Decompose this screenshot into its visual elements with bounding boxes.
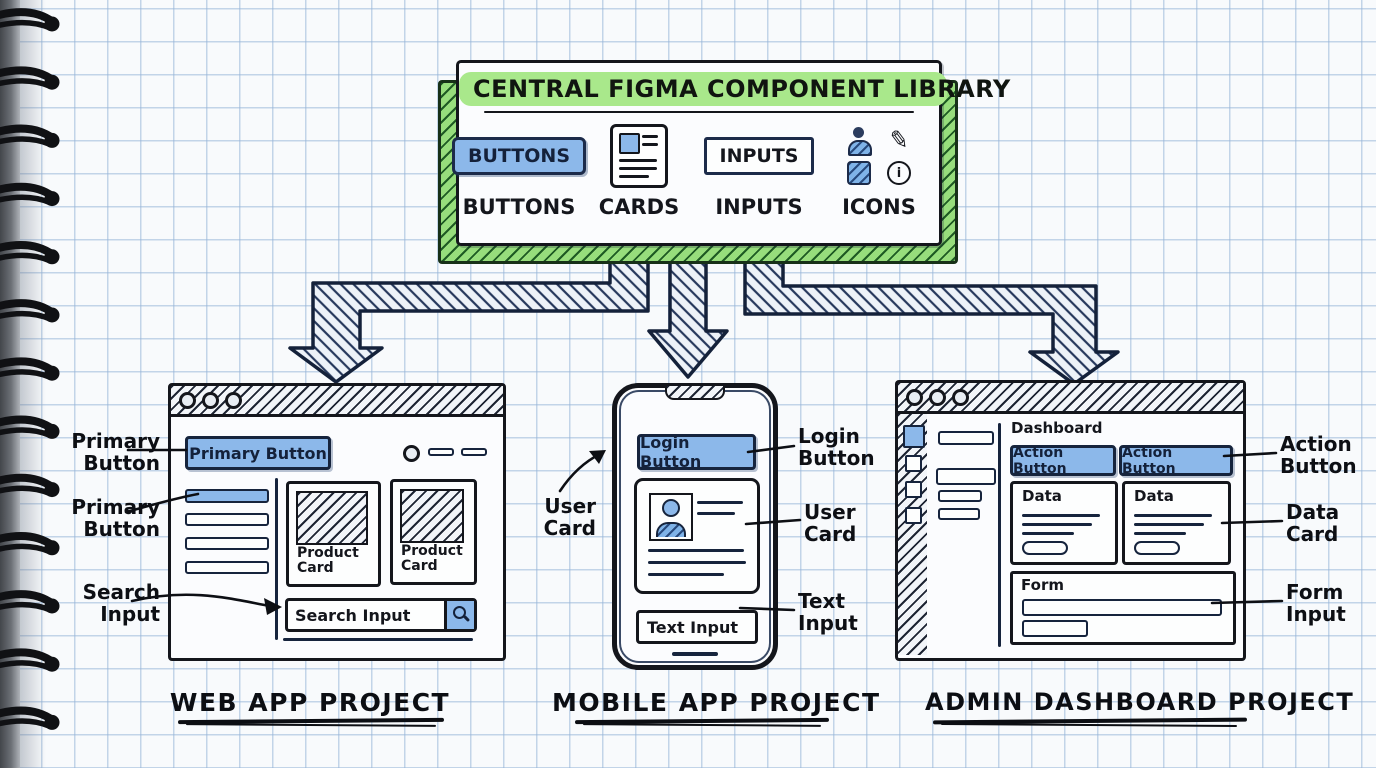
library-title: CENTRAL FIGMA COMPONENT LIBRARY (459, 72, 1010, 106)
sidebar-item (185, 537, 269, 550)
component-cards (579, 119, 699, 193)
library-components-row: BUTTONS INPUTS ✎ (452, 119, 939, 193)
callout-login-button: Login Button (798, 424, 875, 470)
callout-user-card-right: User Card (804, 500, 857, 546)
arrow-to-mobile (647, 244, 729, 379)
mobile-phone-frame: Login Button Text Input (612, 383, 778, 670)
callout-form-input: Form Input (1286, 580, 1346, 626)
search-icon (453, 606, 466, 619)
traffic-light-icon (225, 391, 242, 409)
sidebar-item (185, 513, 269, 526)
callout-text-input: Text Input (798, 589, 858, 635)
pen-tool-icon: ✎ (887, 124, 911, 156)
card-thumb-icon (619, 133, 640, 154)
card-icon (610, 124, 668, 188)
swatch-icon (847, 161, 871, 185)
rail-item (905, 455, 922, 472)
avatar (649, 493, 693, 541)
content-divider (283, 638, 473, 641)
traffic-light-icon (952, 388, 969, 406)
nav-item (938, 490, 982, 502)
home-indicator (672, 652, 718, 656)
product-card-label: Product Card (297, 545, 359, 576)
icons-sample-grid: ✎ i (846, 124, 912, 185)
search-button (444, 601, 474, 629)
library-box: CENTRAL FIGMA COMPONENT LIBRARY BUTTONS … (452, 60, 1010, 246)
arrowhead-icon (589, 450, 606, 464)
primary-button: Primary Button (185, 436, 331, 470)
sidebar-item (185, 561, 269, 574)
library-separator (484, 111, 914, 113)
icon-rail (898, 414, 927, 655)
buttons-sample-button: BUTTONS (452, 137, 587, 175)
form-submit-button (1022, 620, 1088, 637)
nav-item (938, 431, 994, 445)
text-input-value: Text Input (647, 617, 739, 637)
search-input: Search Input (285, 598, 477, 632)
traffic-light-icon (179, 391, 196, 409)
inputs-sample-field: INPUTS (703, 137, 815, 175)
web-project-title: WEB APP PROJECT (169, 688, 451, 717)
login-button: Login Button (637, 433, 756, 471)
component-inputs: INPUTS (699, 119, 819, 193)
product-image-placeholder (296, 491, 368, 545)
notebook-edge (0, 0, 20, 768)
info-icon: i (887, 161, 911, 185)
user-card (634, 478, 760, 594)
phone-notch (665, 386, 725, 400)
window-buttons (906, 388, 969, 406)
nav-dash (428, 448, 454, 456)
product-image-placeholder (400, 489, 464, 543)
action-button: Action Button (1010, 445, 1116, 477)
product-card-label: Product Card (401, 543, 463, 574)
sidebar-divider (998, 423, 1001, 647)
component-icons: ✎ i (819, 119, 939, 193)
nav-dash (461, 448, 487, 456)
text-input: Text Input (636, 610, 758, 644)
callout-user-card-left: User Card (543, 494, 596, 540)
sidebar-item-active (185, 489, 269, 503)
rail-item (905, 507, 922, 524)
traffic-light-icon (202, 391, 219, 409)
callout-search-input: Search Input (82, 580, 160, 626)
component-buttons: BUTTONS (452, 119, 587, 193)
callout-primary-button-2: Primary Button (71, 495, 160, 541)
web-titlebar (171, 386, 503, 417)
nav-item-active (936, 468, 996, 485)
nav-circle-icon (403, 445, 420, 462)
mobile-project-title: MOBILE APP PROJECT (552, 688, 881, 717)
product-card: Product Card (390, 479, 477, 585)
rail-item-active (903, 425, 925, 448)
traffic-light-icon (906, 388, 923, 406)
arrow-to-admin (743, 244, 1120, 386)
form-heading: Form (1021, 576, 1064, 594)
action-button: Action Button (1119, 445, 1233, 477)
form-input (1022, 599, 1222, 616)
window-buttons (179, 391, 242, 409)
dashboard-heading: Dashboard (1011, 419, 1103, 437)
nav-item (938, 508, 980, 520)
rail-item (905, 481, 922, 498)
product-card: Product Card (286, 481, 381, 587)
search-input-value: Search Input (295, 605, 411, 625)
data-card: Data (1122, 481, 1231, 565)
data-card: Data (1010, 481, 1118, 565)
library-labels-row: BUTTONS CARDS INPUTS ICONS (459, 195, 939, 219)
label-inputs: INPUTS (715, 195, 803, 219)
callout-primary-button-1: Primary Button (71, 429, 160, 475)
traffic-light-icon (929, 388, 946, 406)
label-cards: CARDS (598, 195, 680, 219)
arrow-to-web (288, 244, 650, 384)
admin-titlebar (898, 383, 1243, 414)
web-app-window: Primary Button Product Card Product Card… (168, 383, 506, 661)
callout-data-card: Data Card (1286, 500, 1340, 546)
form-panel: Form (1010, 571, 1236, 645)
sidebar-divider (275, 478, 278, 640)
callout-action-button: Action Button (1280, 432, 1357, 478)
admin-dashboard-window: Dashboard Action Button Action Button Da… (895, 380, 1246, 661)
user-icon (847, 127, 872, 156)
label-icons: ICONS (842, 195, 916, 219)
admin-project-title: ADMIN DASHBOARD PROJECT (925, 688, 1355, 716)
label-buttons: BUTTONS (462, 195, 576, 219)
